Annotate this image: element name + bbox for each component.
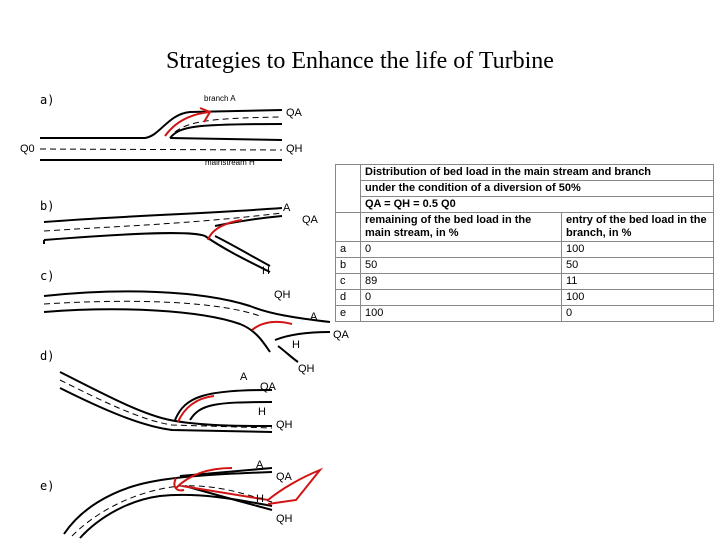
table-header-line-1: Distribution of bed load in the main str… xyxy=(360,164,714,181)
table-header-line-3: QA = QH = 0.5 Q0 xyxy=(360,196,714,213)
label-c-qa: QA xyxy=(333,329,350,341)
table-row: a 0 100 xyxy=(335,241,714,258)
column-header-main: remaining of the bed load in the main st… xyxy=(360,212,562,242)
table-row: b 50 50 xyxy=(335,257,714,274)
row-case: d xyxy=(335,289,361,306)
label-b-qa: QA xyxy=(302,214,319,226)
label-a-q0: Q0 xyxy=(20,143,35,155)
panel-label-b: b) xyxy=(40,199,54,213)
label-d-qa: QA xyxy=(260,381,277,393)
row-branch-value: 0 xyxy=(561,305,714,322)
row-main-value: 89 xyxy=(360,273,562,290)
panel-d-channel xyxy=(59,371,273,433)
row-branch-value: 50 xyxy=(561,257,714,274)
table-row: c 89 11 xyxy=(335,273,714,290)
column-header-branch: entry of the bed load in the branch, in … xyxy=(561,212,714,242)
table-row: e 100 0 xyxy=(335,305,714,322)
panel-b-channel xyxy=(43,207,283,273)
row-main-value: 0 xyxy=(360,289,562,306)
bed-load-table: Distribution of bed load in the main str… xyxy=(335,164,714,322)
label-c-a: A xyxy=(310,311,318,323)
row-case: a xyxy=(335,241,361,258)
label-d-qh2: QH xyxy=(276,419,293,431)
label-d-h: H xyxy=(292,339,300,351)
label-a-qa: QA xyxy=(286,107,303,119)
slide-title: Strategies to Enhance the life of Turbin… xyxy=(166,48,554,74)
table-row: d 0 100 xyxy=(335,289,714,306)
panel-label-e: e) xyxy=(40,479,54,493)
row-main-value: 0 xyxy=(360,241,562,258)
row-branch-value: 100 xyxy=(561,289,714,306)
table-corner-cell xyxy=(335,164,361,213)
table-corner-cell-2 xyxy=(335,212,361,242)
label-mainstream-h: mainstream H xyxy=(205,158,255,167)
row-case: c xyxy=(335,273,361,290)
label-a-qh: QH xyxy=(286,143,303,155)
label-e-qh: QH xyxy=(276,513,293,525)
label-d-a: A xyxy=(240,371,248,383)
panel-a-channel xyxy=(39,107,283,161)
label-d-qh: QH xyxy=(298,363,315,375)
label-c-h: H xyxy=(262,265,270,277)
row-main-value: 50 xyxy=(360,257,562,274)
label-d-h2: H xyxy=(258,406,266,418)
label-e-h: H xyxy=(256,493,264,505)
label-e-qa: QA xyxy=(276,471,293,483)
row-branch-value: 11 xyxy=(561,273,714,290)
panel-label-d: d) xyxy=(40,349,54,363)
panel-e-channel xyxy=(63,467,324,539)
panel-label-c: c) xyxy=(40,269,54,283)
label-b-a: A xyxy=(283,202,291,214)
row-branch-value: 100 xyxy=(561,241,714,258)
table-header-line-2: under the condition of a diversion of 50… xyxy=(360,180,714,197)
panel-label-a: a) xyxy=(40,93,54,107)
row-case: e xyxy=(335,305,361,322)
row-main-value: 100 xyxy=(360,305,562,322)
row-case: b xyxy=(335,257,361,274)
panel-c-channel xyxy=(43,290,331,363)
label-c-qh: QH xyxy=(274,289,291,301)
label-e-a: A xyxy=(256,459,264,471)
label-branch-a: branch A xyxy=(204,94,236,103)
